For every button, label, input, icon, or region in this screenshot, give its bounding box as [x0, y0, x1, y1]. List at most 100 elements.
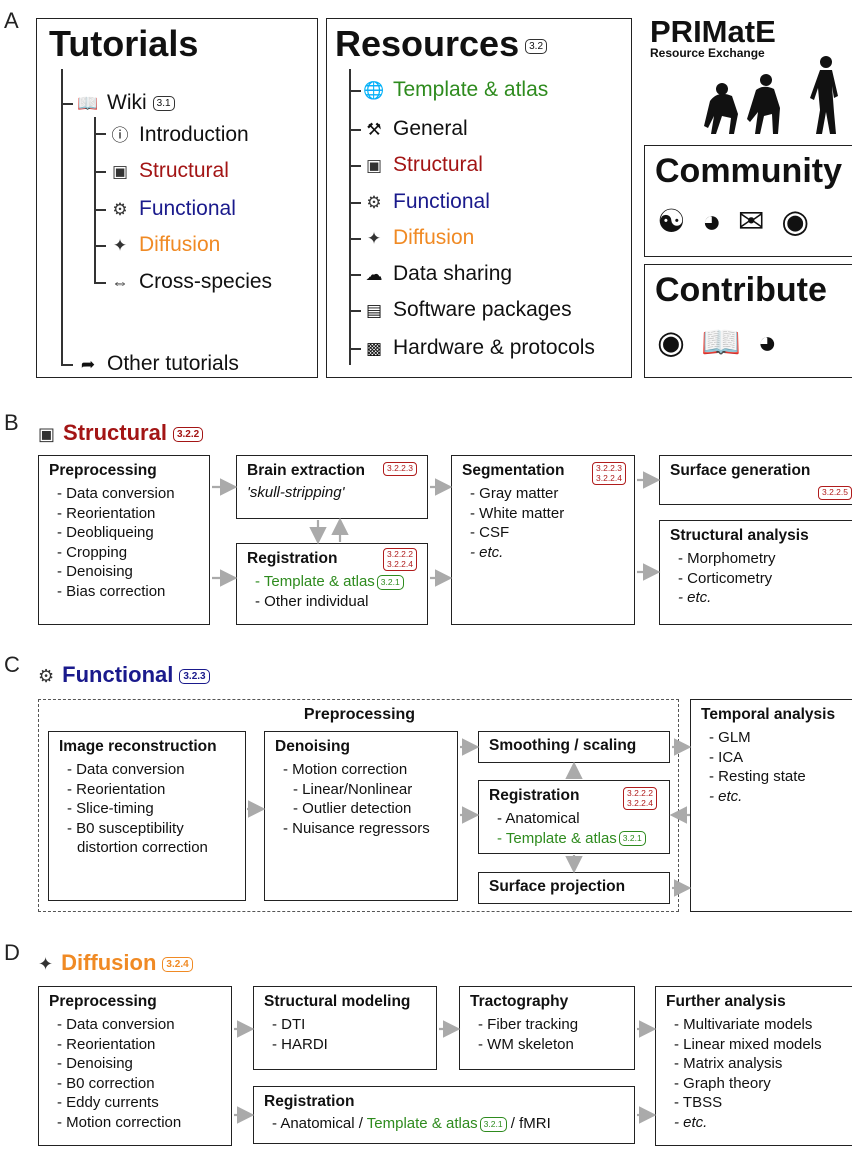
other-tutorials-label: Other tutorials	[107, 352, 239, 375]
contribute-box: Contribute ◉ 📖 ◕	[644, 264, 852, 378]
diffusion-badge: 3.2.4	[162, 956, 193, 972]
tractography-list: Fiber tracking WM skeleton	[470, 1015, 624, 1054]
wiki-label: Wiki	[107, 91, 147, 114]
list-item: Cropping	[57, 543, 199, 563]
box-title: Surface generation	[670, 462, 811, 479]
globe-icon: 🌐	[363, 81, 385, 100]
gear-icon: ⚙	[366, 193, 382, 212]
list-item: Anatomical	[497, 809, 659, 829]
functional-registration-box: Registration 3.2.2.23.2.2.4 Anatomical T…	[478, 780, 670, 854]
list-item: Reorientation	[57, 1035, 221, 1055]
template-atlas-link[interactable]: Template & atlas	[263, 573, 375, 590]
box-title: Structural modeling	[264, 993, 411, 1010]
surface-generation-badge: 3.2.2.5	[818, 486, 852, 500]
list-item: Linear/Nonlinear	[283, 780, 447, 800]
list-item: Nuisance regressors	[283, 819, 447, 839]
list-item: Multivariate models	[674, 1015, 848, 1035]
list-item: Data conversion	[57, 1015, 221, 1035]
mattermost-icon[interactable]: ◕	[702, 203, 722, 239]
structural-icon: ▣	[111, 162, 129, 181]
mail-icon[interactable]: ✉	[737, 203, 765, 239]
list-item: Fiber tracking	[478, 1015, 624, 1035]
segmentation-list: Gray matter White matter CSF etc.	[462, 484, 624, 562]
resource-item-template-atlas[interactable]: 🌐 Template & atlas	[363, 78, 548, 102]
list-item: ICA	[709, 748, 848, 768]
tutorial-item-diffusion[interactable]: ✦Diffusion	[109, 233, 220, 257]
structural-registration-box: Registration 3.2.2.23.2.2.4 Template & a…	[236, 543, 428, 625]
resource-label: Template & atlas	[393, 78, 549, 101]
smoothing-box: Smoothing / scaling	[478, 731, 670, 763]
resource-label: Functional	[393, 190, 490, 213]
arrows-icon: ⇔	[111, 273, 129, 292]
github-icon[interactable]: ◉	[781, 203, 810, 239]
structural-title-text: Structural	[63, 420, 167, 445]
tutorial-item-functional[interactable]: ⚙Functional	[109, 197, 236, 221]
structural-badge: 3.2.2	[172, 426, 204, 442]
diffusion-preprocessing-list: Data conversion Reorientation Denoising …	[49, 1015, 221, 1132]
resource-item-data-sharing[interactable]: ☁Data sharing	[363, 262, 513, 286]
list-item: Motion correction	[283, 760, 447, 780]
tutorial-label: Structural	[139, 159, 229, 182]
resource-item-functional[interactable]: ⚙ Functional	[363, 190, 490, 214]
box-title: Registration	[264, 1093, 355, 1110]
continuation-text: distortion correction	[77, 839, 208, 856]
diffusion-preprocessing-box: Preprocessing Data conversion Reorientat…	[38, 986, 232, 1146]
diffusion-registration-box: Registration - Anatomical / Template & a…	[253, 1086, 635, 1144]
box-title: Registration	[247, 550, 338, 567]
further-analysis-list: Multivariate models Linear mixed models …	[666, 1015, 848, 1132]
template-atlas-link[interactable]: Template & atlas	[366, 1115, 478, 1132]
resource-label: Hardware & protocols	[393, 336, 595, 359]
book-icon[interactable]: 📖	[701, 324, 742, 360]
list-item: Corticometry	[678, 569, 848, 589]
list-item: Data conversion	[67, 760, 235, 780]
brain-extraction-subtitle: 'skull-stripping'	[247, 484, 345, 501]
list-item: Graph theory	[674, 1074, 848, 1094]
resource-item-hardware[interactable]: ▩Hardware & protocols	[363, 336, 595, 360]
resource-item-diffusion[interactable]: ✦Diffusion	[363, 226, 474, 250]
list-item: Resting state	[709, 767, 848, 787]
box-title: Segmentation	[462, 462, 565, 479]
list-item: White matter	[470, 504, 624, 524]
resource-item-software[interactable]: ▤Software packages	[363, 298, 572, 322]
resource-item-general[interactable]: ⚒General	[363, 117, 467, 141]
list-item: GLM	[709, 728, 848, 748]
people-icon[interactable]: ☯	[657, 203, 686, 239]
registration-text: - Anatomical /	[272, 1115, 363, 1132]
box-title: Temporal analysis	[701, 706, 836, 723]
other-tutorials-item[interactable]: ➦Other tutorials	[77, 352, 239, 376]
resources-badge: 3.2	[525, 38, 548, 54]
tutorial-label: Cross-species	[139, 270, 273, 293]
resource-item-structural[interactable]: ▣Structural	[363, 153, 483, 177]
monitor-icon: ▤	[365, 301, 383, 320]
mattermost-icon[interactable]: ◕	[757, 324, 777, 360]
box-title: Tractography	[470, 993, 569, 1010]
wiki-item[interactable]: 📖 Wiki 3.1	[77, 91, 175, 115]
tools-icon: ⚒	[366, 120, 382, 139]
tutorial-label: Introduction	[139, 123, 249, 146]
wiki-badge: 3.1	[152, 95, 175, 111]
github-icon[interactable]: ◉	[657, 324, 685, 360]
list-item: Motion correction	[57, 1113, 221, 1133]
tractography-box: Tractography Fiber tracking WM skeleton	[459, 986, 635, 1070]
functional-preprocessing-group: Preprocessing	[38, 699, 679, 912]
list-item: Deobliqueing	[57, 523, 199, 543]
diffusion-icon: ✦	[38, 954, 54, 974]
structural-icon: ▣	[38, 424, 56, 444]
panel-label-b: B	[4, 410, 19, 435]
box-title: Further analysis	[666, 993, 786, 1010]
template-atlas-link[interactable]: Template & atlas	[505, 829, 617, 847]
tutorial-item-cross-species[interactable]: ⇔ Cross-species	[109, 270, 273, 294]
tutorial-label: Functional	[139, 197, 236, 220]
brain-extraction-box: Brain extraction 'skull-stripping' 3.2.2…	[236, 455, 428, 519]
tutorial-item-structural[interactable]: ▣ Structural	[109, 159, 229, 183]
structural-analysis-box: Structural analysis Morphometry Corticom…	[659, 520, 852, 625]
book-icon: 📖	[77, 94, 99, 113]
list-item: etc.	[674, 1113, 848, 1133]
